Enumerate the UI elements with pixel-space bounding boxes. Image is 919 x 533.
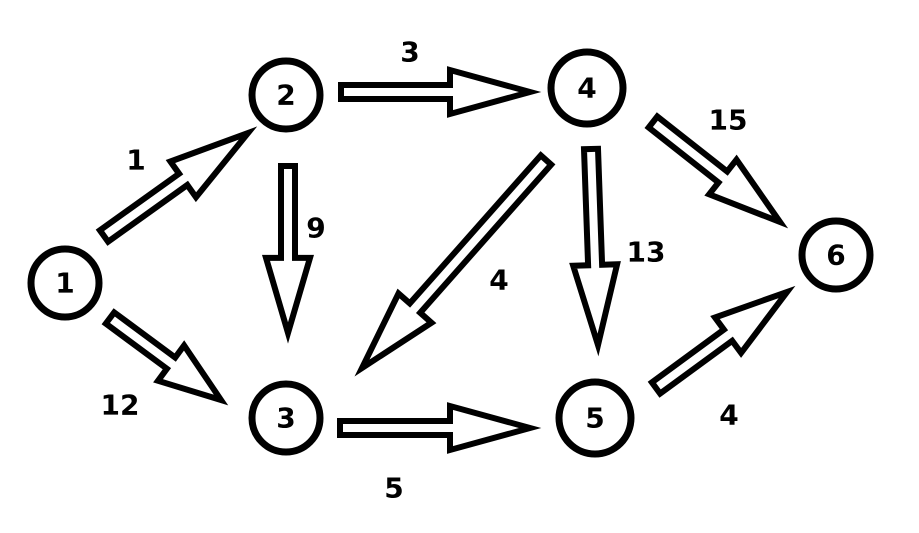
- node-circle-4: [547, 48, 627, 128]
- edge-weight-5-to-6: 4: [719, 399, 738, 432]
- edge-arrows: [95, 66, 796, 454]
- edge-arrow-5-to-6: [647, 285, 796, 398]
- node-6: 6: [798, 217, 874, 293]
- edge-arrow-1-to-3: [101, 308, 229, 406]
- edge-weight-4-to-3: 4: [489, 264, 508, 297]
- node-circle-2: [248, 57, 324, 133]
- node-label-2: 2: [276, 79, 295, 112]
- edge-arrow-1-to-2: [95, 126, 258, 246]
- node-label-1: 1: [55, 267, 74, 300]
- node-label-6: 6: [826, 239, 845, 272]
- edge-weight-4-to-5: 13: [627, 236, 666, 269]
- edge-weight-1-to-2: 1: [126, 144, 145, 177]
- edge-weight-3-to-5: 5: [384, 472, 403, 505]
- edge-arrow-4-to-5: [569, 145, 621, 357]
- node-5: 5: [555, 378, 635, 458]
- edge-arrow-2-to-4: [338, 66, 542, 118]
- node-1: 1: [27, 245, 103, 321]
- node-circle-3: [248, 380, 324, 456]
- node-label-5: 5: [585, 402, 604, 435]
- node-3: 3: [248, 380, 324, 456]
- node-4: 4: [547, 48, 627, 128]
- edge-weight-labels: 1 12 3 9 4 13 15 5 4: [101, 36, 748, 505]
- edge-weight-1-to-3: 12: [101, 389, 140, 422]
- edge-arrow-3-to-5: [337, 402, 542, 454]
- node-label-3: 3: [276, 402, 295, 435]
- edge-weight-2-to-3: 9: [306, 212, 325, 245]
- node-circle-1: [27, 245, 103, 321]
- edge-arrow-4-to-6: [644, 112, 789, 229]
- node-label-4: 4: [577, 72, 596, 105]
- node-2: 2: [248, 57, 324, 133]
- edge-arrow-2-to-3: [261, 163, 315, 344]
- edge-weight-4-to-6: 15: [709, 104, 748, 137]
- edge-weight-2-to-4: 3: [400, 36, 419, 69]
- node-circle-6: [798, 217, 874, 293]
- edge-arrow-4-to-3: [354, 151, 556, 377]
- node-circle-5: [555, 378, 635, 458]
